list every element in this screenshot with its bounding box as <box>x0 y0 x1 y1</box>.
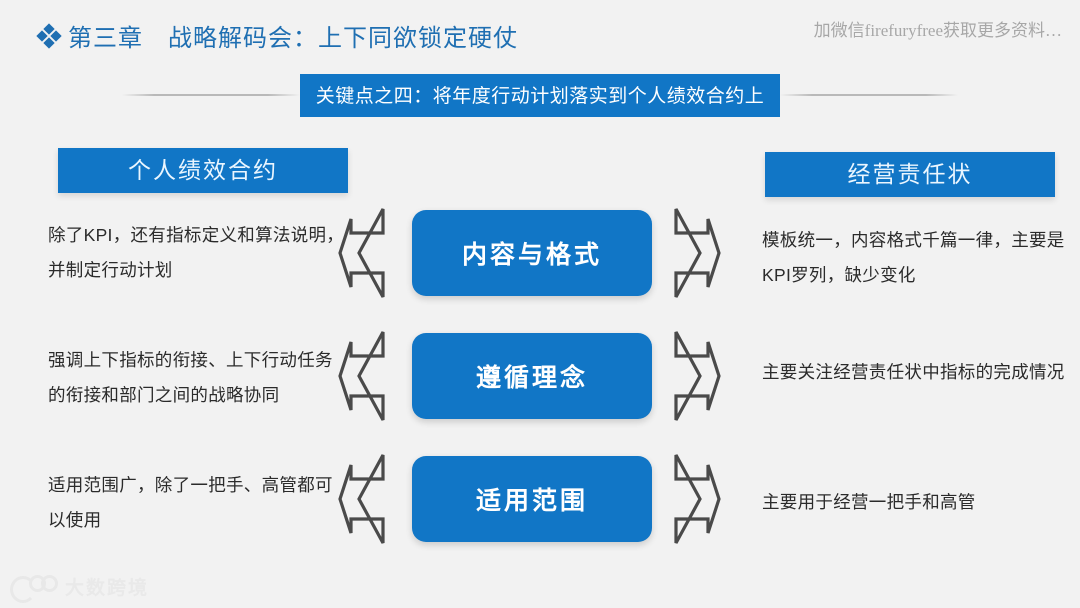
watermark-bottom-logo: 大数跨境 <box>10 573 150 603</box>
left-text-row-1: 除了KPI，还有指标定义和算法说明，并制定行动计划 <box>48 225 345 280</box>
key-point-banner-row: 关键点之四：将年度行动计划落实到个人绩效合约上 <box>0 73 1080 117</box>
arrow-left-outline-icon <box>337 207 389 299</box>
banner-rule-left <box>122 94 300 96</box>
watermark-logo-text: 大数跨境 <box>65 578 150 599</box>
right-column-header: 经营责任状 <box>765 152 1055 197</box>
left-text-row-3: 适用范围广，除了一把手、高管都可以使用 <box>48 475 333 530</box>
chapter-title: 第三章 战略解码会：上下同欲锁定硬仗 <box>36 18 518 53</box>
center-box-row-3: 适用范围 <box>412 456 652 542</box>
key-point-banner: 关键点之四：将年度行动计划落实到个人绩效合约上 <box>299 73 781 117</box>
right-text-row-2: 主要关注经营责任状中指标的完成情况 <box>762 362 1065 382</box>
chapter-title-text: 第三章 战略解码会：上下同欲锁定硬仗 <box>68 25 518 52</box>
arrow-left-outline-icon <box>337 330 389 422</box>
dashukuajing-logo-icon <box>10 574 58 603</box>
arrow-right-outline-icon <box>670 207 722 299</box>
diamond-cluster-icon <box>36 22 62 49</box>
right-text-row-1: 模板统一，内容格式千篇一律，主要是KPI罗列，缺少变化 <box>762 230 1065 285</box>
arrow-right-outline-icon <box>670 453 722 545</box>
center-box-row-1: 内容与格式 <box>412 210 652 296</box>
arrow-right-outline-icon <box>670 330 722 422</box>
right-text-row-3: 主要用于经营一把手和高管 <box>762 492 976 512</box>
left-column-header: 个人绩效合约 <box>58 148 348 193</box>
arrow-left-outline-icon <box>337 453 389 545</box>
banner-rule-right <box>780 94 959 96</box>
left-text-row-2: 强调上下指标的衔接、上下行动任务的衔接和部门之间的战略协同 <box>48 350 333 405</box>
watermark-top-text: 加微信firefuryfree获取更多资料… <box>813 21 1062 40</box>
center-box-row-2: 遵循理念 <box>412 333 652 419</box>
